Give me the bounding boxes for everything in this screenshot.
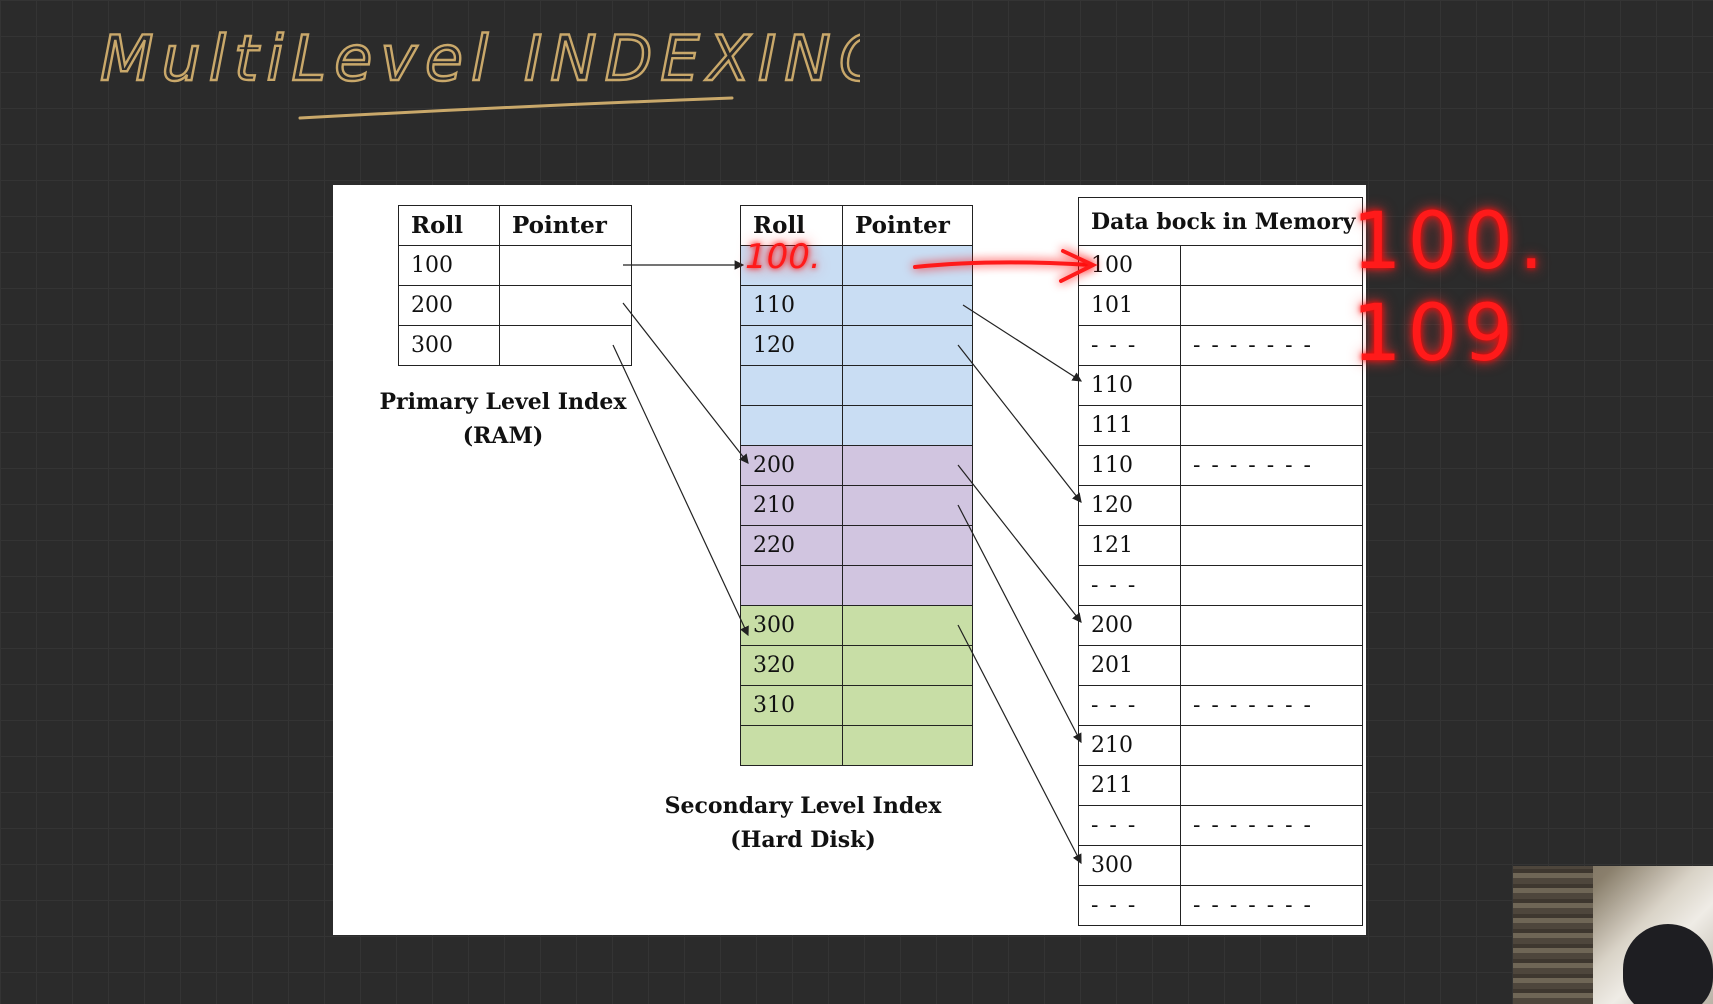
secondary-roll-cell: 320 bbox=[740, 645, 843, 686]
secondary-pointer-cell bbox=[842, 645, 973, 686]
primary-roll-cell: 300 bbox=[398, 325, 500, 366]
secondary-roll-cell: 120 bbox=[740, 325, 843, 366]
red-arrow-head bbox=[1059, 249, 1098, 283]
data-row-key: - - - bbox=[1078, 685, 1181, 726]
data-row-value bbox=[1180, 525, 1363, 566]
secondary-caption-line1: Secondary Level Index bbox=[664, 793, 942, 819]
secondary-pointer-cell bbox=[842, 605, 973, 646]
presenter-avatar bbox=[1623, 924, 1713, 1004]
handwritten-title-strokes: MultiLevel INDEXING bbox=[99, 21, 888, 120]
primary-caption-line1: Primary Level Index bbox=[379, 389, 627, 415]
secondary-roll-cell: 300 bbox=[740, 605, 843, 646]
primary-header-roll: Roll bbox=[398, 205, 500, 246]
data-row-key: 110 bbox=[1078, 365, 1181, 406]
primary-index-table: Roll Pointer 100 200 300 bbox=[398, 205, 632, 366]
secondary-header-pointer: Pointer bbox=[842, 205, 973, 246]
title-underline bbox=[298, 96, 734, 120]
secondary-pointer-cell bbox=[842, 285, 973, 326]
secondary-header-roll: Roll bbox=[740, 205, 843, 246]
red-note-line1: 100. bbox=[1352, 197, 1550, 287]
data-block-header: Data bock in Memory bbox=[1078, 197, 1363, 246]
red-annotation-arrow bbox=[913, 249, 1098, 283]
primary-roll-cell: 200 bbox=[398, 285, 500, 326]
secondary-index-caption: Secondary Level Index (Hard Disk) bbox=[653, 789, 953, 857]
data-row-value bbox=[1180, 245, 1363, 286]
data-row-value bbox=[1180, 485, 1363, 526]
data-row-value bbox=[1180, 365, 1363, 406]
arrow-secondary-200 bbox=[957, 464, 1082, 623]
data-row-value bbox=[1180, 765, 1363, 806]
data-row-key: 120 bbox=[1078, 485, 1181, 526]
data-row-key: - - - bbox=[1078, 805, 1181, 846]
secondary-roll-cell bbox=[740, 725, 843, 766]
data-row-key: 111 bbox=[1078, 405, 1181, 446]
arrow-secondary-110 bbox=[962, 304, 1083, 382]
arrow-secondary-300 bbox=[957, 624, 1082, 865]
data-row-value: - - - - - - - bbox=[1180, 445, 1363, 486]
webcam-overlay bbox=[1513, 866, 1713, 1004]
secondary-pointer-cell bbox=[842, 245, 973, 286]
handwritten-title: MultiLevel INDEXING bbox=[99, 14, 888, 124]
data-row-value bbox=[1180, 565, 1363, 606]
secondary-caption-line2: (Hard Disk) bbox=[730, 827, 876, 853]
red-note-line2: 109 bbox=[1352, 289, 1519, 379]
data-row-key: 201 bbox=[1078, 645, 1181, 686]
arrow-secondary-210 bbox=[957, 504, 1082, 744]
red-arrow-shaft bbox=[913, 260, 1093, 269]
primary-caption-line2: (RAM) bbox=[462, 423, 544, 449]
secondary-pointer-cell bbox=[842, 325, 973, 366]
arrow-primary-200 bbox=[622, 302, 749, 464]
pointer-arrows bbox=[612, 260, 1083, 865]
secondary-roll-cell: 110 bbox=[740, 285, 843, 326]
primary-header-pointer: Pointer bbox=[499, 205, 632, 246]
secondary-roll-cell bbox=[740, 565, 843, 606]
secondary-index-table: Roll Pointer 100 110 120 200 210 220 300… bbox=[740, 205, 973, 766]
data-row-value: - - - - - - - bbox=[1180, 685, 1363, 726]
data-row-value: - - - - - - - bbox=[1180, 325, 1363, 366]
primary-index-caption: Primary Level Index (RAM) bbox=[353, 385, 653, 453]
secondary-roll-cell bbox=[740, 365, 843, 406]
arrow-primary-300 bbox=[612, 344, 749, 637]
secondary-roll-cell: 220 bbox=[740, 525, 843, 566]
secondary-pointer-cell bbox=[842, 485, 973, 526]
red-note: 100. 109 bbox=[1352, 196, 1550, 380]
secondary-pointer-cell bbox=[842, 405, 973, 446]
secondary-pointer-cell bbox=[842, 685, 973, 726]
data-row-key: - - - bbox=[1078, 565, 1181, 606]
data-row-key: 110 bbox=[1078, 445, 1181, 486]
webcam-wall bbox=[1513, 866, 1593, 1004]
data-row-key: - - - bbox=[1078, 885, 1181, 926]
data-block-table: Data bock in Memory 100 101 - - -- - - -… bbox=[1078, 197, 1363, 926]
annotation-secondary-100: 100. bbox=[745, 237, 821, 277]
secondary-pointer-cell bbox=[842, 445, 973, 486]
data-row-value: - - - - - - - bbox=[1180, 885, 1363, 926]
secondary-roll-cell: 200 bbox=[740, 445, 843, 486]
handwritten-title-text: MultiLevel INDEXING bbox=[100, 22, 860, 95]
secondary-pointer-cell bbox=[842, 565, 973, 606]
data-row-key: 300 bbox=[1078, 845, 1181, 886]
data-row-value: - - - - - - - bbox=[1180, 805, 1363, 846]
secondary-pointer-cell bbox=[842, 725, 973, 766]
data-row-key: 210 bbox=[1078, 725, 1181, 766]
arrow-secondary-120 bbox=[957, 344, 1082, 503]
secondary-pointer-cell bbox=[842, 525, 973, 566]
primary-roll-cell: 100 bbox=[398, 245, 500, 286]
diagram-slide: Roll Pointer 100 200 300 Primary Level I… bbox=[333, 185, 1366, 935]
primary-pointer-cell bbox=[499, 285, 632, 326]
primary-pointer-cell bbox=[499, 325, 632, 366]
